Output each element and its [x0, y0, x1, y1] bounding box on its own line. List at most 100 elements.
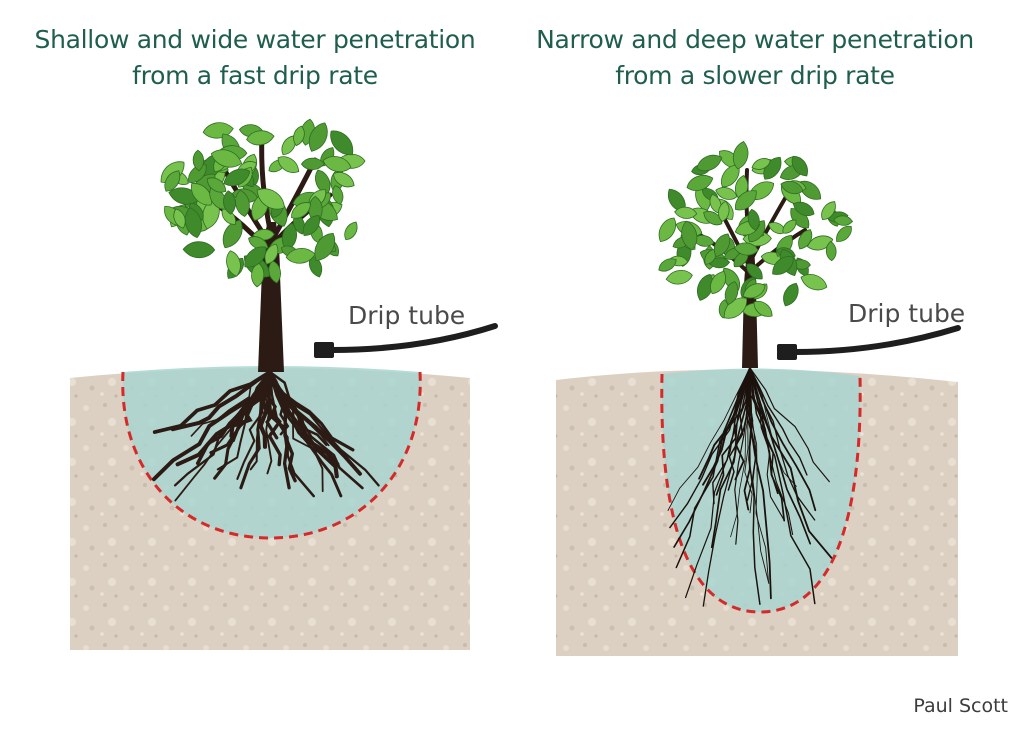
leaf: [226, 250, 241, 277]
leaf: [723, 297, 747, 319]
leaf: [277, 156, 300, 173]
title-line: from a fast drip rate: [132, 61, 378, 90]
leaf: [783, 282, 799, 307]
leaf: [223, 190, 236, 215]
leaf: [256, 188, 285, 210]
leaf: [772, 256, 794, 275]
leaf: [833, 215, 854, 226]
leaf: [308, 122, 328, 152]
root: [749, 367, 817, 512]
tree-roots: [667, 367, 833, 607]
leaf: [251, 262, 265, 288]
root: [744, 367, 753, 514]
leaf: [192, 149, 204, 172]
leaf: [791, 155, 808, 177]
leaf: [681, 220, 698, 251]
root: [258, 369, 273, 449]
root: [268, 370, 343, 498]
root: [702, 367, 751, 607]
leaf: [246, 130, 275, 146]
root: [249, 371, 271, 471]
author-credit: Paul Scott: [913, 695, 1008, 717]
root: [749, 367, 812, 545]
leaf: [184, 207, 203, 239]
panel-fast-drip: Drip tube: [70, 118, 498, 650]
tree-roots: [151, 369, 380, 502]
root: [749, 367, 833, 559]
leaf: [182, 241, 216, 259]
panel-slow-drip: Drip tube: [556, 141, 965, 656]
root: [268, 370, 380, 487]
root: [685, 367, 751, 599]
leaf: [285, 248, 316, 264]
leaf: [191, 183, 212, 206]
leaf: [665, 270, 693, 285]
wet-zone-boundary: [660, 373, 862, 614]
title-line: Narrow and deep water penetration: [536, 25, 974, 54]
leaf: [746, 263, 763, 280]
leaf: [713, 233, 731, 257]
drip-tube: [792, 325, 961, 355]
root: [673, 367, 751, 548]
leaf: [806, 235, 834, 251]
root: [268, 370, 315, 498]
leaf: [322, 156, 352, 173]
leaf: [724, 281, 739, 305]
leaf: [792, 201, 815, 217]
root: [715, 367, 751, 496]
root: [748, 367, 761, 605]
leaf: [330, 130, 354, 156]
leaf: [300, 157, 325, 171]
leaf: [798, 229, 813, 250]
leaf: [686, 175, 714, 191]
leaf: [763, 156, 782, 180]
leaf: [658, 217, 677, 243]
leaf: [164, 170, 181, 192]
leaf: [836, 225, 852, 242]
leaf: [674, 206, 698, 219]
root: [190, 371, 271, 437]
leaf: [210, 149, 243, 168]
root: [268, 370, 364, 490]
leaf: [658, 258, 677, 272]
leaf: [710, 270, 726, 295]
leaf: [264, 243, 279, 265]
leaf: [344, 221, 358, 241]
leaf: [222, 219, 243, 249]
drip-emitter: [314, 342, 334, 358]
root: [269, 371, 324, 493]
leaf: [223, 168, 251, 186]
drip-emitter: [777, 344, 797, 360]
leaf: [703, 211, 723, 226]
tree-trunk: [258, 222, 284, 372]
root: [264, 371, 273, 475]
wet-zone: [661, 368, 861, 612]
root: [749, 367, 816, 605]
leaf: [315, 169, 331, 195]
leaf: [732, 141, 749, 170]
leaf: [697, 273, 714, 301]
root: [749, 367, 770, 584]
leaf: [753, 300, 773, 317]
root: [748, 367, 772, 600]
drip-tube-label: Drip tube: [848, 299, 965, 328]
leaf: [333, 171, 355, 188]
leaf: [692, 234, 715, 247]
leaf: [733, 242, 759, 256]
leaf: [718, 200, 730, 222]
leaf: [244, 246, 267, 268]
drip-tube: [329, 323, 498, 353]
leaf: [302, 215, 320, 236]
leaf: [821, 201, 836, 221]
root: [749, 367, 830, 483]
leaf: [751, 158, 771, 170]
leaf: [715, 187, 738, 200]
panel-title-slow-drip: Narrow and deep water penetration from a…: [520, 22, 990, 94]
leaf: [696, 154, 723, 172]
root: [702, 367, 751, 486]
leaf: [825, 240, 837, 262]
leaf: [206, 177, 227, 193]
tree-canopy: [658, 141, 854, 319]
